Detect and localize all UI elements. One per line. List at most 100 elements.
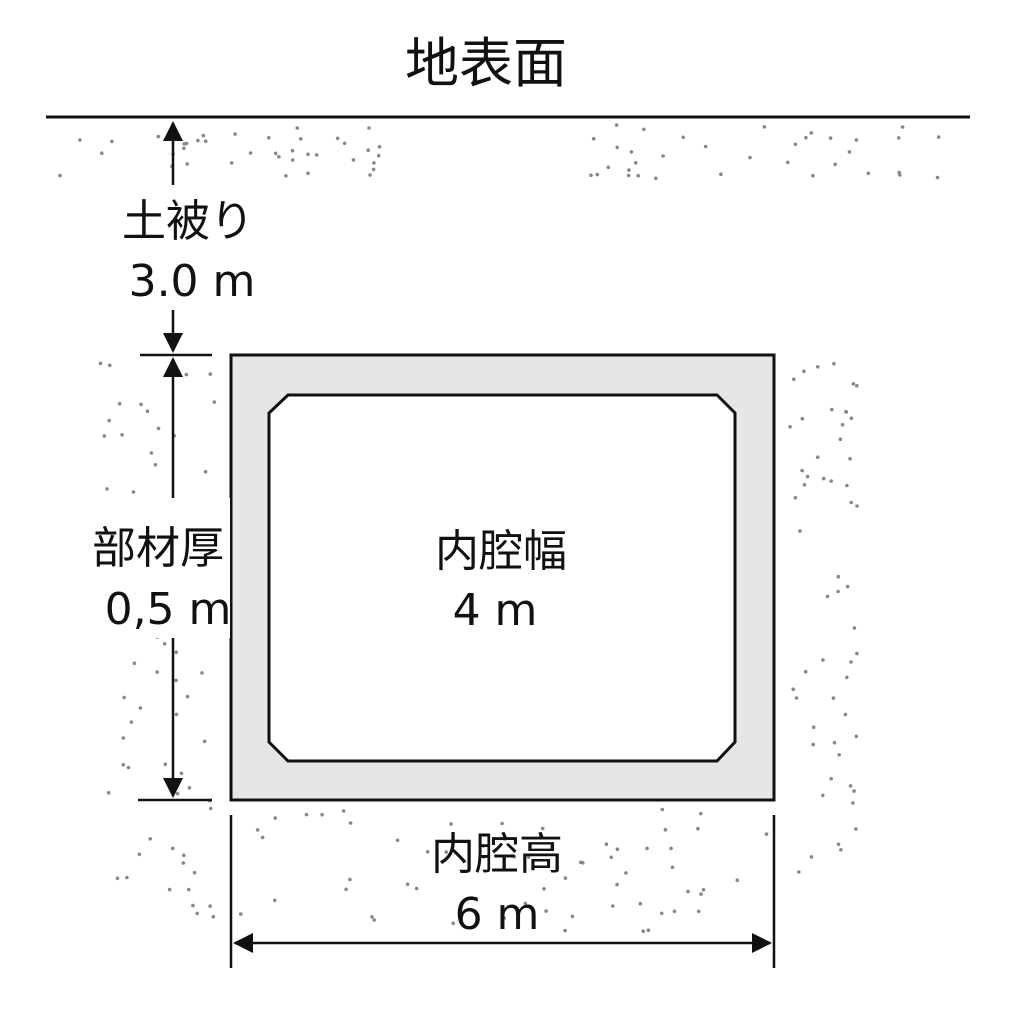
soil-dot xyxy=(866,171,870,176)
soil-dot xyxy=(98,361,103,366)
soil-dot xyxy=(370,915,374,919)
soil-dot xyxy=(851,382,856,386)
soil-dot xyxy=(202,739,207,744)
soil-dot xyxy=(815,455,820,460)
soil-dot xyxy=(137,852,142,857)
soil-dot xyxy=(414,886,419,891)
soil-dot xyxy=(208,372,213,376)
soil-dot xyxy=(372,918,377,922)
soil-dot xyxy=(570,914,575,919)
soil-dot xyxy=(845,584,850,589)
soil-dot xyxy=(735,878,740,882)
soil-dot xyxy=(277,155,281,159)
soil-dot xyxy=(544,909,548,913)
inner-width-label: 内腔幅 xyxy=(435,526,567,577)
soil-dot xyxy=(825,594,830,599)
soil-dot xyxy=(830,407,834,412)
soil-dot xyxy=(849,416,854,421)
soil-dot xyxy=(344,887,348,892)
soil-dot xyxy=(848,456,852,461)
soil-dot xyxy=(843,712,848,717)
soil-dot xyxy=(273,816,278,820)
soil-dot xyxy=(366,148,371,152)
soil-dot xyxy=(578,860,583,865)
soil-dot xyxy=(809,131,814,135)
soil-dot xyxy=(828,136,833,140)
soil-dot xyxy=(248,151,253,155)
soil-dot xyxy=(239,912,243,916)
soil-dot xyxy=(646,928,651,932)
soil-dot xyxy=(376,153,381,158)
soil-dot xyxy=(481,855,486,859)
soil-dot xyxy=(609,855,613,860)
soil-dot xyxy=(831,696,836,700)
soil-dot xyxy=(849,500,853,505)
soil-dot xyxy=(306,152,310,157)
soil-dot xyxy=(131,490,136,494)
soil-dot xyxy=(523,901,528,906)
soil-dot xyxy=(563,928,567,933)
soil-dot xyxy=(626,173,631,178)
soil-dot xyxy=(606,165,611,170)
soil-dot xyxy=(699,892,703,896)
soil-dot xyxy=(372,161,376,165)
soil-dot xyxy=(748,155,752,160)
soil-dot xyxy=(838,437,843,442)
soil-dot xyxy=(591,136,596,141)
soil-dot xyxy=(121,736,126,740)
soil-dot xyxy=(719,172,723,176)
soil-dot xyxy=(129,720,134,724)
soil-dot xyxy=(663,827,668,832)
soil-dot xyxy=(836,842,841,847)
thickness-label: 部材厚 xyxy=(92,523,224,574)
soil-dot xyxy=(284,174,288,178)
soil-dot xyxy=(802,483,807,487)
soil-dot xyxy=(267,136,271,140)
soil-dot xyxy=(855,651,859,656)
soil-dot xyxy=(797,870,801,874)
soil-dot xyxy=(786,160,790,165)
soil-dot xyxy=(341,809,346,813)
soil-dot xyxy=(229,161,234,165)
soil-dot xyxy=(273,151,278,156)
soil-dot xyxy=(611,904,615,908)
soil-dot xyxy=(854,827,858,831)
soil-dot xyxy=(512,854,517,859)
soil-dot xyxy=(642,127,646,132)
soil-dot xyxy=(182,146,186,151)
soil-dot xyxy=(821,793,825,798)
soil-dot xyxy=(208,806,213,811)
soil-dot xyxy=(425,850,430,854)
soil-dot xyxy=(627,168,631,172)
soil-dot xyxy=(696,909,701,914)
soil-dot xyxy=(117,401,122,406)
soil-dot xyxy=(368,173,372,177)
soil-dot xyxy=(304,812,309,817)
soil-dot xyxy=(634,161,638,165)
soil-dot xyxy=(805,474,810,479)
soil-dot xyxy=(314,153,319,157)
soil-dot xyxy=(181,861,186,865)
soil-dot xyxy=(195,911,199,916)
soil-dot xyxy=(840,423,845,427)
soil-dot xyxy=(155,670,159,674)
cover-label: 土被り xyxy=(122,196,254,247)
soil-dot xyxy=(348,821,353,825)
soil-dot xyxy=(624,871,628,875)
soil-dot xyxy=(848,784,853,788)
soil-dot xyxy=(162,642,167,646)
soil-dot xyxy=(849,660,853,664)
soil-dot xyxy=(935,175,940,180)
soil-dot xyxy=(367,126,371,130)
soil-dot xyxy=(156,426,161,431)
soil-dot xyxy=(792,377,796,382)
soil-dot xyxy=(654,176,658,181)
soil-dot xyxy=(896,136,901,140)
soil-dot xyxy=(645,846,649,851)
soil-dot xyxy=(852,789,856,793)
soil-dot xyxy=(203,469,208,474)
soil-dot xyxy=(451,921,456,926)
soil-dot xyxy=(794,696,799,700)
soil-dot xyxy=(156,134,161,139)
soil-dot xyxy=(821,476,826,481)
